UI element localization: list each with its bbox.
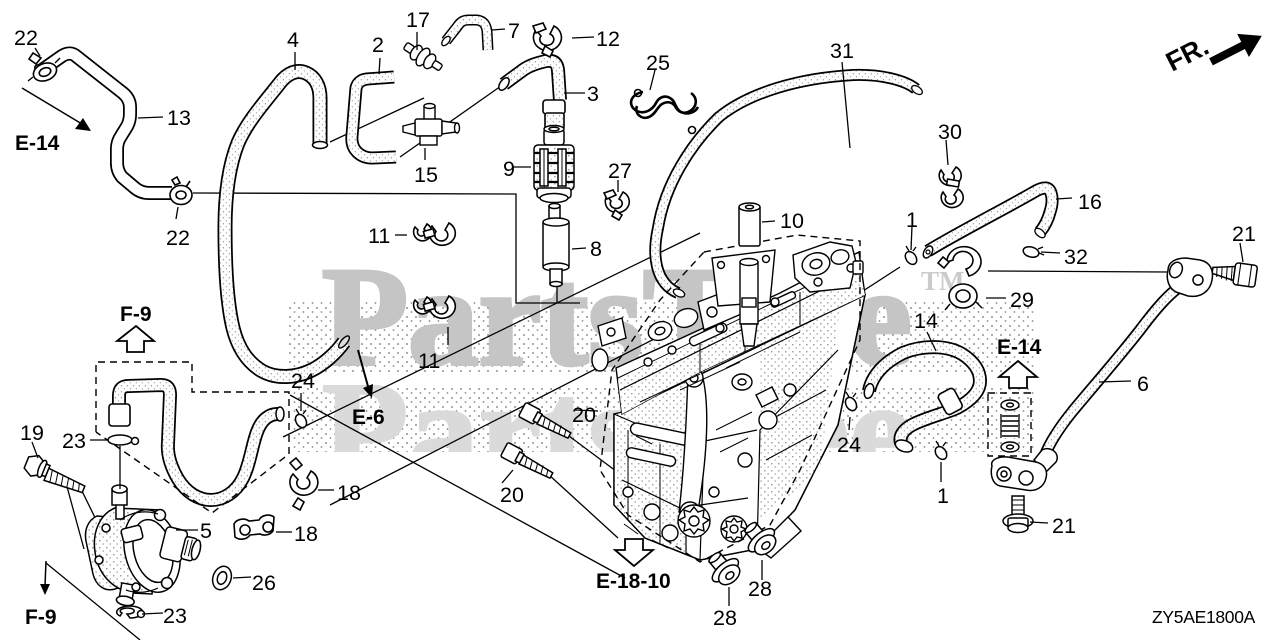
svg-text:27: 27	[608, 159, 632, 183]
svg-text:F-9: F-9	[120, 303, 152, 326]
svg-text:14: 14	[914, 309, 938, 333]
svg-text:1: 1	[937, 484, 949, 508]
svg-text:22: 22	[166, 226, 190, 250]
svg-text:17: 17	[406, 8, 430, 32]
svg-text:11: 11	[418, 349, 440, 373]
svg-text:15: 15	[414, 163, 438, 187]
svg-text:9: 9	[503, 157, 515, 181]
svg-text:2: 2	[372, 33, 384, 57]
svg-text:32: 32	[1064, 245, 1088, 269]
svg-text:28: 28	[713, 606, 737, 630]
svg-text:20: 20	[572, 403, 596, 427]
svg-text:21: 21	[1052, 514, 1076, 538]
svg-text:13: 13	[167, 106, 191, 130]
svg-text:E-18-10: E-18-10	[596, 570, 671, 593]
svg-text:16: 16	[1078, 190, 1102, 214]
svg-text:3: 3	[587, 82, 599, 106]
svg-text:24: 24	[291, 369, 315, 393]
svg-text:23: 23	[163, 604, 187, 628]
svg-text:E-14: E-14	[997, 336, 1042, 359]
svg-text:25: 25	[646, 51, 670, 75]
svg-text:23: 23	[62, 429, 86, 453]
svg-text:30: 30	[938, 120, 962, 144]
svg-text:ZY5AE1800A: ZY5AE1800A	[1152, 607, 1256, 627]
svg-text:F-9: F-9	[25, 606, 57, 629]
svg-text:31: 31	[830, 39, 854, 63]
svg-text:7: 7	[508, 19, 520, 43]
svg-text:18: 18	[337, 481, 361, 505]
svg-text:11: 11	[368, 224, 390, 248]
svg-text:10: 10	[780, 209, 804, 233]
svg-text:8: 8	[590, 237, 602, 261]
svg-text:18: 18	[294, 522, 318, 546]
svg-text:19: 19	[20, 421, 44, 445]
svg-text:22: 22	[14, 26, 38, 50]
svg-text:4: 4	[287, 28, 299, 52]
svg-text:FR.: FR.	[1161, 31, 1213, 77]
svg-text:1: 1	[906, 208, 918, 232]
svg-text:24: 24	[837, 433, 861, 457]
svg-text:28: 28	[748, 577, 772, 601]
svg-text:E-14: E-14	[15, 132, 60, 155]
svg-text:5: 5	[200, 519, 212, 543]
svg-text:E-6: E-6	[352, 406, 385, 429]
svg-text:21: 21	[1232, 222, 1256, 246]
svg-text:6: 6	[1137, 372, 1149, 396]
svg-text:29: 29	[1010, 288, 1034, 312]
svg-text:12: 12	[596, 27, 620, 51]
svg-text:20: 20	[500, 483, 524, 507]
svg-text:26: 26	[252, 571, 276, 595]
